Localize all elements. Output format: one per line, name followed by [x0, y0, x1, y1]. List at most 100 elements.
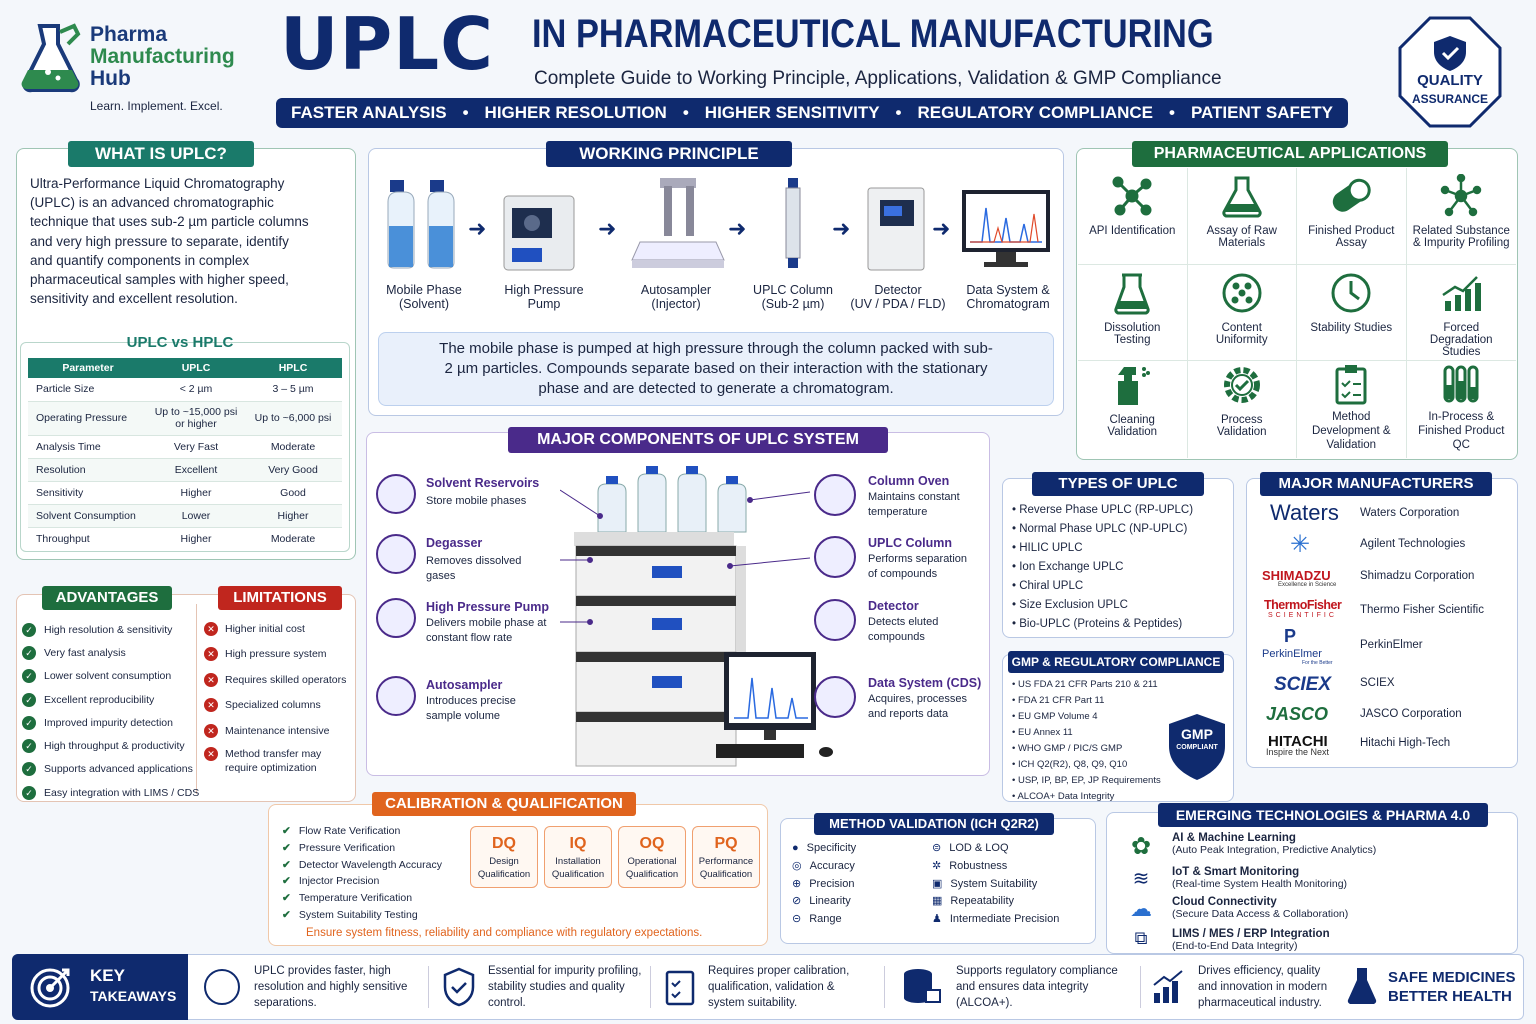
- waters-logo: Waters: [1270, 500, 1339, 525]
- component-item: UPLC Column Performs separation of compo…: [814, 534, 984, 586]
- banner-item: HIGHER RESOLUTION: [484, 103, 667, 122]
- application-item: In-Process & Finished Product QC: [1407, 361, 1517, 458]
- list-item: ✔Detector Wavelength Accuracy: [282, 858, 442, 871]
- x-icon: ✕: [204, 647, 218, 662]
- qual-card: PQ Performance Qualification: [692, 826, 760, 888]
- tagline: Learn. Implement. Excel.: [90, 99, 223, 113]
- clipboard-icon: [1335, 365, 1367, 405]
- manufacturer-name: Hitachi High-Tech: [1360, 737, 1451, 749]
- validation-title: METHOD VALIDATION (ICH Q2R2): [814, 813, 1054, 835]
- agilent-logo: ✳: [1290, 531, 1311, 558]
- computer-illustration-icon: [962, 190, 1050, 267]
- table-header: HPLC: [278, 362, 308, 374]
- target-arrow-icon: [30, 968, 70, 1008]
- list-item: ●Specificity: [792, 842, 857, 854]
- manufacturer-name: PerkinElmer: [1360, 639, 1423, 651]
- perkinelmer-mark-icon: P: [1284, 626, 1297, 646]
- cloud-icon: ☁: [1130, 896, 1152, 921]
- applications-grid: API Identification Assay of Raw Material…: [1078, 168, 1516, 458]
- checkmark-icon: ✔: [282, 858, 291, 871]
- precision-icon: ♟: [932, 913, 942, 926]
- validation-right-list: ⊜LOD & LOQ ✲Robustness ▣System Suitabili…: [932, 840, 1059, 929]
- application-item: Assay of Raw Materials: [1187, 168, 1297, 265]
- brain-icon: ✿: [1130, 833, 1152, 860]
- checklist-icon: [665, 970, 695, 1006]
- list-item: ✔System Suitability Testing: [282, 908, 418, 921]
- list-item: ✔Pressure Verification: [282, 841, 396, 854]
- applications-title: PHARMACEUTICAL APPLICATIONS: [1132, 141, 1448, 167]
- list-item: • EU GMP Volume 4: [1012, 711, 1098, 722]
- list-item: • Normal Phase UPLC (NP-UPLC): [1012, 523, 1188, 535]
- pump-icon: [376, 598, 416, 638]
- check-icon: ✓: [22, 669, 36, 684]
- target-icon: ◎: [792, 859, 802, 872]
- suitability-icon: ▣: [932, 877, 943, 890]
- checkmark-icon: ✔: [282, 892, 291, 905]
- list-item: ▦Repeatability: [932, 895, 1014, 908]
- beaker-icon: [1114, 273, 1150, 315]
- x-icon: ✕: [204, 698, 218, 713]
- x-icon: ✕: [204, 672, 218, 687]
- takeaway-item: Essential for impurity profiling, stabil…: [442, 962, 642, 1012]
- thermofisher-sub: SCIENTIFIC: [1268, 612, 1337, 619]
- emerging-item: ⧉ LIMS / MES / ERP Integration(End-to-En…: [1124, 928, 1376, 958]
- emerging-title: EMERGING TECHNOLOGIES & PHARMA 4.0: [1158, 803, 1488, 827]
- what-is-uplc-title: WHAT IS UPLC?: [68, 141, 254, 167]
- check-icon: ✓: [22, 715, 36, 730]
- component-item: Solvent Reservoirs Store mobile phases: [376, 472, 576, 522]
- manufacturers-title: MAJOR MANUFACTURERS: [1260, 472, 1492, 496]
- database-lock-icon: [904, 969, 941, 1003]
- component-item: Detector Detects eluted compounds: [814, 597, 984, 649]
- vs-box: [20, 342, 350, 552]
- table-header: Parameter: [62, 362, 114, 374]
- list-item: • WHO GMP / PIC/S GMP: [1012, 743, 1123, 754]
- advantages-list: ✓High resolution & sensitivity ✓Very fas…: [22, 618, 199, 804]
- takeaway-item: Supports regulatory compliance and ensur…: [900, 962, 1140, 1012]
- list-item: • Chiral UPLC: [1012, 580, 1084, 592]
- connector-lines: [560, 489, 811, 625]
- applications-panel: [1076, 148, 1518, 460]
- logo-line3: Hub: [90, 67, 131, 90]
- key-takeaways-block: KEY TAKEAWAYS: [12, 954, 188, 1020]
- logo-line2: Manufacturing: [90, 45, 235, 68]
- shimadzu-logo: SHIMADZU: [1262, 568, 1331, 583]
- banner-item: HIGHER SENSITIVITY: [704, 103, 880, 122]
- arrow-right-icon: ➜: [728, 216, 747, 241]
- calibration-title: CALIBRATION & QUALIFICATION: [372, 792, 636, 816]
- test-tubes-icon: [1443, 365, 1479, 403]
- list-item: ♟Intermediate Precision: [932, 913, 1060, 926]
- range-icon: ⊝: [792, 913, 802, 926]
- list-item: • Bio-UPLC (Proteins & Peptides): [1012, 618, 1183, 630]
- timer-icon: [204, 969, 240, 1005]
- calibration-note: Ensure system fitness, reliability and c…: [306, 927, 703, 939]
- autosampler-icon: [376, 676, 416, 716]
- list-item: ⊝Range: [792, 913, 842, 926]
- column-icon: [814, 536, 856, 578]
- manufacturer-name: Thermo Fisher Scientific: [1360, 604, 1484, 616]
- check-icon: ✓: [22, 692, 36, 707]
- list-item: • HILIC UPLC: [1012, 542, 1083, 554]
- repeat-icon: ▦: [932, 895, 943, 908]
- checkmark-icon: ✔: [282, 875, 291, 888]
- list-item: ✓Easy integration with LIMS / CDS: [22, 781, 199, 804]
- perkinelmer-logo: PerkinElmer: [1262, 648, 1322, 660]
- qa-line2: ASSURANCE: [1411, 92, 1488, 106]
- component-item: Autosampler Introduces precise sample vo…: [376, 674, 576, 730]
- network-icon: [1441, 173, 1482, 217]
- data-system-icon: [814, 676, 856, 718]
- clock-icon: [1331, 273, 1371, 313]
- gear-icon: ✲: [932, 859, 942, 872]
- pump-illustration-icon: [503, 195, 575, 271]
- check-icon: ✓: [22, 622, 36, 637]
- manufacturers-panel: [1246, 478, 1518, 768]
- list-item: ⊕Precision: [792, 877, 855, 890]
- list-item: ✓Very fast analysis: [22, 641, 199, 664]
- components-title: MAJOR COMPONENTS OF UPLC SYSTEM: [508, 427, 888, 453]
- arrow-right-icon: ➜: [832, 216, 851, 241]
- advantages-title: ADVANTAGES: [42, 586, 172, 610]
- linearity-icon: ⊘: [792, 895, 802, 908]
- flask-icon: [1222, 176, 1262, 218]
- banner: FASTER ANALYSIS• HIGHER RESOLUTION• HIGH…: [276, 98, 1348, 128]
